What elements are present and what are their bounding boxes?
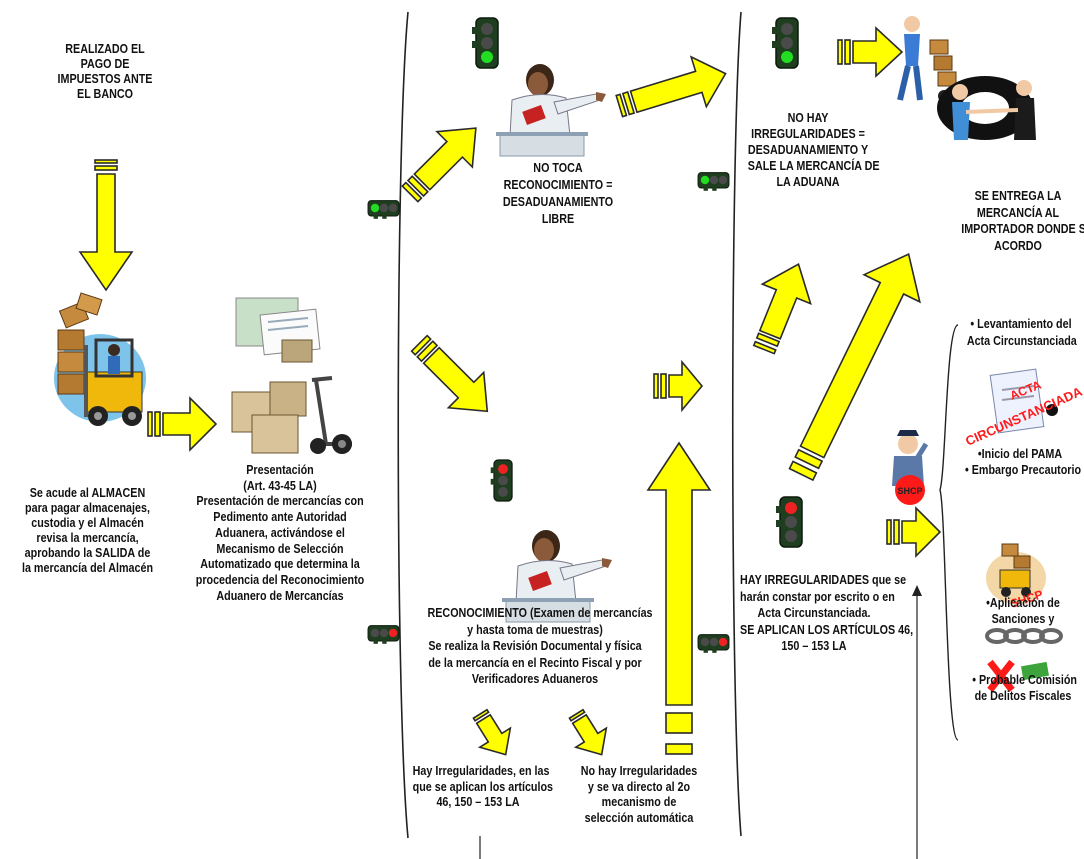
arrow-up-second-mechanism <box>646 441 712 755</box>
arrow-down-hay-irreg-1 <box>472 708 512 756</box>
customs-officer-icon <box>502 530 612 623</box>
prohibited-x-icon <box>987 659 1050 693</box>
police-officer-icon <box>892 430 929 505</box>
arrow-down-right-reconocimiento <box>410 334 489 413</box>
mechanism-1-bracket <box>397 11 409 839</box>
traffic-light-green-icon <box>471 17 499 69</box>
arrow-right-delivery <box>837 26 904 78</box>
documents-boxes-handtruck-icon <box>231 297 352 454</box>
arrow-no-toca-to-mech2 <box>615 55 727 118</box>
chain-icon <box>985 628 1063 644</box>
arrow-up-entrega <box>788 253 921 482</box>
presentacion-text: Presentación(Art. 43-45 LA)Presentación … <box>195 463 365 603</box>
sanctions-bracket <box>939 324 959 741</box>
traffic-light-red-icon <box>697 634 730 654</box>
warehouse-sanctions-icon <box>986 543 1046 604</box>
arrow-down-bank <box>78 159 134 292</box>
forklift-warehouse-icon <box>54 292 146 426</box>
mechanism-2-bracket <box>731 11 742 837</box>
arrow-up-right-no-toca <box>401 127 477 203</box>
traffic-light-green-icon <box>367 200 400 220</box>
acta-document-icon <box>989 368 1058 434</box>
pama-embargo-text: •Inicio del PAMA• Embargo Precautorio <box>964 447 1082 477</box>
arrow-right-presentacion <box>147 396 218 452</box>
arrow-down-no-hay-irreg-1 <box>568 708 608 756</box>
delivery-handshake-icon <box>897 16 1036 140</box>
shcp-seal-label: SHCP <box>897 486 922 496</box>
traffic-light-red-icon <box>775 496 803 548</box>
traffic-light-green-icon <box>771 17 799 69</box>
traffic-light-red-icon <box>490 459 513 502</box>
traffic-light-green-icon <box>697 172 730 192</box>
up-pointer-head <box>912 585 922 596</box>
traffic-light-red-icon <box>367 625 400 645</box>
arrow-right-sanctions <box>886 506 942 558</box>
arrow-up-no-irreg-2 <box>752 263 812 355</box>
customs-officer-icon <box>496 64 606 157</box>
arrow-right-mech2 <box>653 359 704 413</box>
